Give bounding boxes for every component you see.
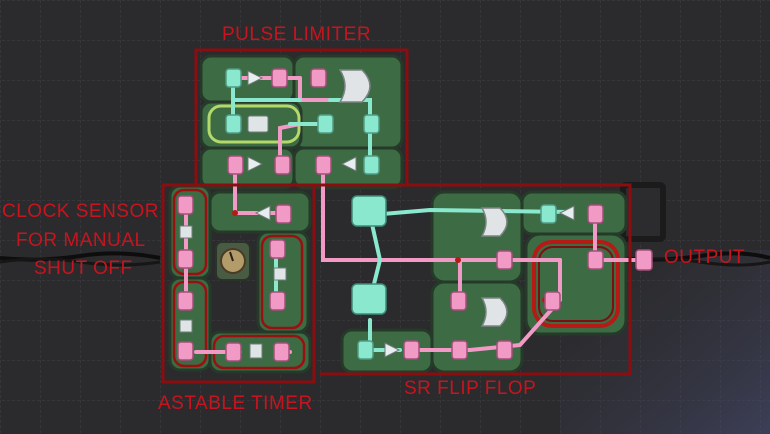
clock-sensor-label-line3: SHUT OFF <box>34 258 133 279</box>
not-gate-icon[interactable] <box>247 70 264 86</box>
memory-toggle-icon[interactable] <box>351 195 387 227</box>
pulse-limiter-label: PULSE LIMITER <box>222 24 372 45</box>
port-icon[interactable] <box>544 291 561 311</box>
port-icon[interactable] <box>587 204 604 224</box>
port-icon[interactable] <box>177 291 194 311</box>
group-outlines <box>161 48 632 384</box>
output-label: OUTPUT <box>664 247 746 268</box>
port-icon[interactable] <box>451 340 468 360</box>
port-icon[interactable] <box>227 155 244 175</box>
buffer-gate-icon[interactable] <box>179 225 193 239</box>
port-icon[interactable] <box>363 155 380 175</box>
filter-gate-icon[interactable] <box>247 115 269 133</box>
port-icon[interactable] <box>273 342 290 362</box>
not-gate-icon[interactable] <box>254 205 271 221</box>
port-icon[interactable] <box>225 342 242 362</box>
port-icon[interactable] <box>271 68 288 88</box>
port-icon[interactable] <box>317 114 334 134</box>
clock-sensor-label-line1: CLOCK SENSOR <box>2 201 159 222</box>
port-icon[interactable] <box>275 204 292 224</box>
or-gate-icon[interactable] <box>338 69 371 103</box>
output-port-icon[interactable] <box>635 249 653 271</box>
logic-gates[interactable] <box>179 69 575 359</box>
not-gate-icon[interactable] <box>558 205 575 221</box>
port-icon[interactable] <box>357 340 374 360</box>
clock-sensor-label-line2: FOR MANUAL <box>16 230 146 251</box>
port-icon[interactable] <box>403 340 420 360</box>
port-icon[interactable] <box>540 204 557 224</box>
port-icon[interactable] <box>177 195 194 215</box>
ports[interactable] <box>177 68 653 362</box>
port-icon[interactable] <box>587 250 604 270</box>
astable-timer-outline <box>161 183 316 384</box>
or-gate-icon[interactable] <box>480 207 508 237</box>
port-icon[interactable] <box>177 341 194 361</box>
not-gate-icon[interactable] <box>340 156 357 172</box>
port-icon[interactable] <box>315 155 332 175</box>
port-icon[interactable] <box>450 291 467 311</box>
port-icon[interactable] <box>269 291 286 311</box>
buffer-gate-icon[interactable] <box>249 343 263 359</box>
memory-toggle-highlight <box>532 240 620 328</box>
not-gate-icon[interactable] <box>384 342 401 358</box>
astable-timer-label: ASTABLE TIMER <box>158 393 313 414</box>
or-gate-icon[interactable] <box>480 297 508 327</box>
port-icon[interactable] <box>225 68 242 88</box>
port-icon[interactable] <box>496 250 513 270</box>
port-icon[interactable] <box>363 114 380 134</box>
sr-flip-flop-outline <box>320 183 632 376</box>
port-icon[interactable] <box>177 249 194 269</box>
memory-toggle-icon[interactable] <box>351 283 387 315</box>
port-icon[interactable] <box>269 239 286 259</box>
port-icon[interactable] <box>274 155 291 175</box>
port-icon[interactable] <box>310 68 327 88</box>
buffer-gate-icon[interactable] <box>179 319 193 333</box>
not-gate-icon[interactable] <box>247 156 264 172</box>
sr-flip-flop-label: SR FLIP FLOP <box>404 378 537 399</box>
buffer-gate-icon[interactable] <box>273 267 287 281</box>
pipe-inner <box>626 188 660 236</box>
port-icon[interactable] <box>225 114 242 134</box>
port-icon[interactable] <box>496 340 513 360</box>
